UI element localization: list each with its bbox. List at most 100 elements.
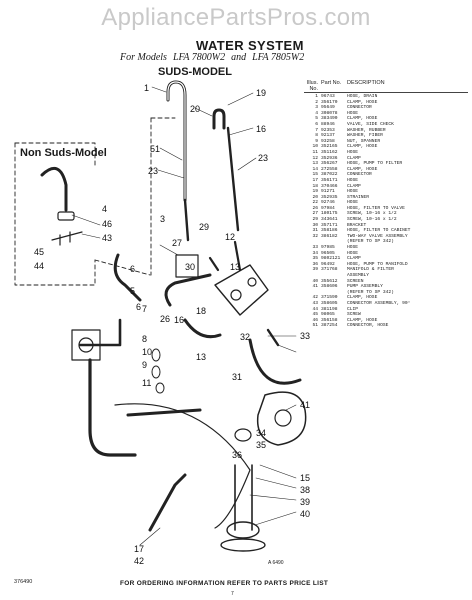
row-illus-no: 4 xyxy=(315,110,318,116)
row-illus-no: 40 xyxy=(312,278,318,284)
row-illus-no: 11 xyxy=(312,149,318,155)
row-illus-no: 22 xyxy=(312,200,318,206)
row-part-no: 383490 xyxy=(321,116,338,122)
row-illus-no: 2 xyxy=(315,99,318,105)
callout-12: 12 xyxy=(225,232,235,242)
row-illus-no: 12 xyxy=(312,155,318,161)
row-part-no: 352935 xyxy=(321,194,338,200)
row-part-no: 387022 xyxy=(321,172,338,178)
row-illus-no: 10 xyxy=(312,144,318,150)
callout-15: 15 xyxy=(300,473,310,483)
non-suds-boundary xyxy=(14,142,96,166)
row-part-no: 352165 xyxy=(321,144,338,150)
callout-11: 11 xyxy=(142,378,151,388)
row-illus-no: 3 xyxy=(315,105,318,111)
callout-6a: 6 xyxy=(130,264,135,274)
row-description: SCREW, 10-16 x 1/2 xyxy=(347,211,397,217)
row-description: HOSE xyxy=(347,245,359,251)
row-illus-no: 51 xyxy=(312,323,318,329)
callout-44: 44 xyxy=(34,261,44,271)
row-part-no: 356170 xyxy=(321,99,338,105)
row-description: HOSE, PUMP TO MANIFOLD xyxy=(347,261,408,267)
callout-8: 8 xyxy=(142,334,147,344)
callout-4: 4 xyxy=(102,204,107,214)
row-illus-no: 27 xyxy=(312,211,318,217)
row-part-no: 98065 xyxy=(321,312,335,318)
row-part-no: 381198 xyxy=(321,306,338,312)
row-description: HOSE xyxy=(347,177,359,183)
table-row: (REFER TO SP 342) xyxy=(304,239,468,245)
row-part-no: 370466 xyxy=(321,183,338,189)
callout-39: 39 xyxy=(300,497,310,507)
row-illus-no: 1 xyxy=(315,94,318,99)
row-description: CLAMP, HOSE xyxy=(347,317,378,323)
page-title: WATER SYSTEM xyxy=(196,38,304,53)
row-part-no: 95649 xyxy=(321,105,335,111)
two-way-valve-32 xyxy=(214,264,269,316)
row-part-no: 96492 xyxy=(321,261,335,267)
hose-17 xyxy=(148,473,187,532)
callout-41: 41 xyxy=(300,400,310,410)
callout-9: 9 xyxy=(142,360,147,370)
callout-26: 26 xyxy=(160,314,170,324)
suds-model-label: SUDS-MODEL xyxy=(158,66,232,78)
row-description: CLAMP, HOSE xyxy=(347,144,378,150)
pump-assembly-41 xyxy=(256,391,307,446)
row-illus-no: 7 xyxy=(315,127,318,133)
callout-29: 29 xyxy=(199,222,209,232)
row-part-no: 308078 xyxy=(321,110,338,116)
row-description: SCREEN xyxy=(347,278,364,284)
row-illus-no: 8 xyxy=(315,133,318,139)
row-part-no: 358186 xyxy=(321,228,338,234)
row-illus-no: 29 xyxy=(312,217,318,223)
row-description: HOSE, DRAIN xyxy=(347,94,378,99)
header-description: DESCRIPTION xyxy=(347,80,385,86)
row-illus-no: 31 xyxy=(312,228,318,234)
callout-20: 20 xyxy=(190,104,200,114)
row-description: CLAMP xyxy=(347,155,361,161)
row-part-no: 356171 xyxy=(321,177,338,183)
callout-35: 35 xyxy=(256,440,266,450)
row-description: HOSE xyxy=(347,110,359,116)
row-description: CLIP xyxy=(347,306,359,312)
model-a: LFA 7800W2 xyxy=(172,52,226,63)
row-description: (REFER TO SP 342) xyxy=(347,289,394,295)
callout-16b: 16 xyxy=(174,315,184,325)
callout-labels: 1 20 19 51 16 23 23 3 27 29 4 46 43 45 4… xyxy=(34,83,310,566)
art-code: A 6490 xyxy=(268,560,284,566)
parts-table-header: Illus. No. Part No. DESCRIPTION xyxy=(304,80,468,93)
hose-31 xyxy=(248,338,302,385)
row-illus-no: 39 xyxy=(312,267,318,273)
row-description: CLAMP xyxy=(347,183,361,189)
callout-27: 27 xyxy=(172,238,182,248)
row-description: SCREW, 10-16 x 1/2 xyxy=(347,217,397,223)
callout-18: 18 xyxy=(196,306,206,316)
callout-17: 17 xyxy=(134,544,144,554)
row-part-no: 96743 xyxy=(321,94,335,99)
row-part-no: 93258 xyxy=(321,138,335,144)
row-illus-no: 44 xyxy=(312,306,318,312)
hose-18 xyxy=(164,273,212,307)
row-illus-no: 6 xyxy=(315,121,318,127)
callout-45: 45 xyxy=(34,247,44,257)
row-illus-no: 45 xyxy=(312,312,318,318)
callout-5: 5 xyxy=(130,286,135,296)
row-description: HOSE xyxy=(347,200,359,206)
row-description: CLAMP, HOSE xyxy=(347,99,378,105)
row-part-no: 358605 xyxy=(321,300,338,306)
row-description: BRACKET xyxy=(347,222,367,228)
